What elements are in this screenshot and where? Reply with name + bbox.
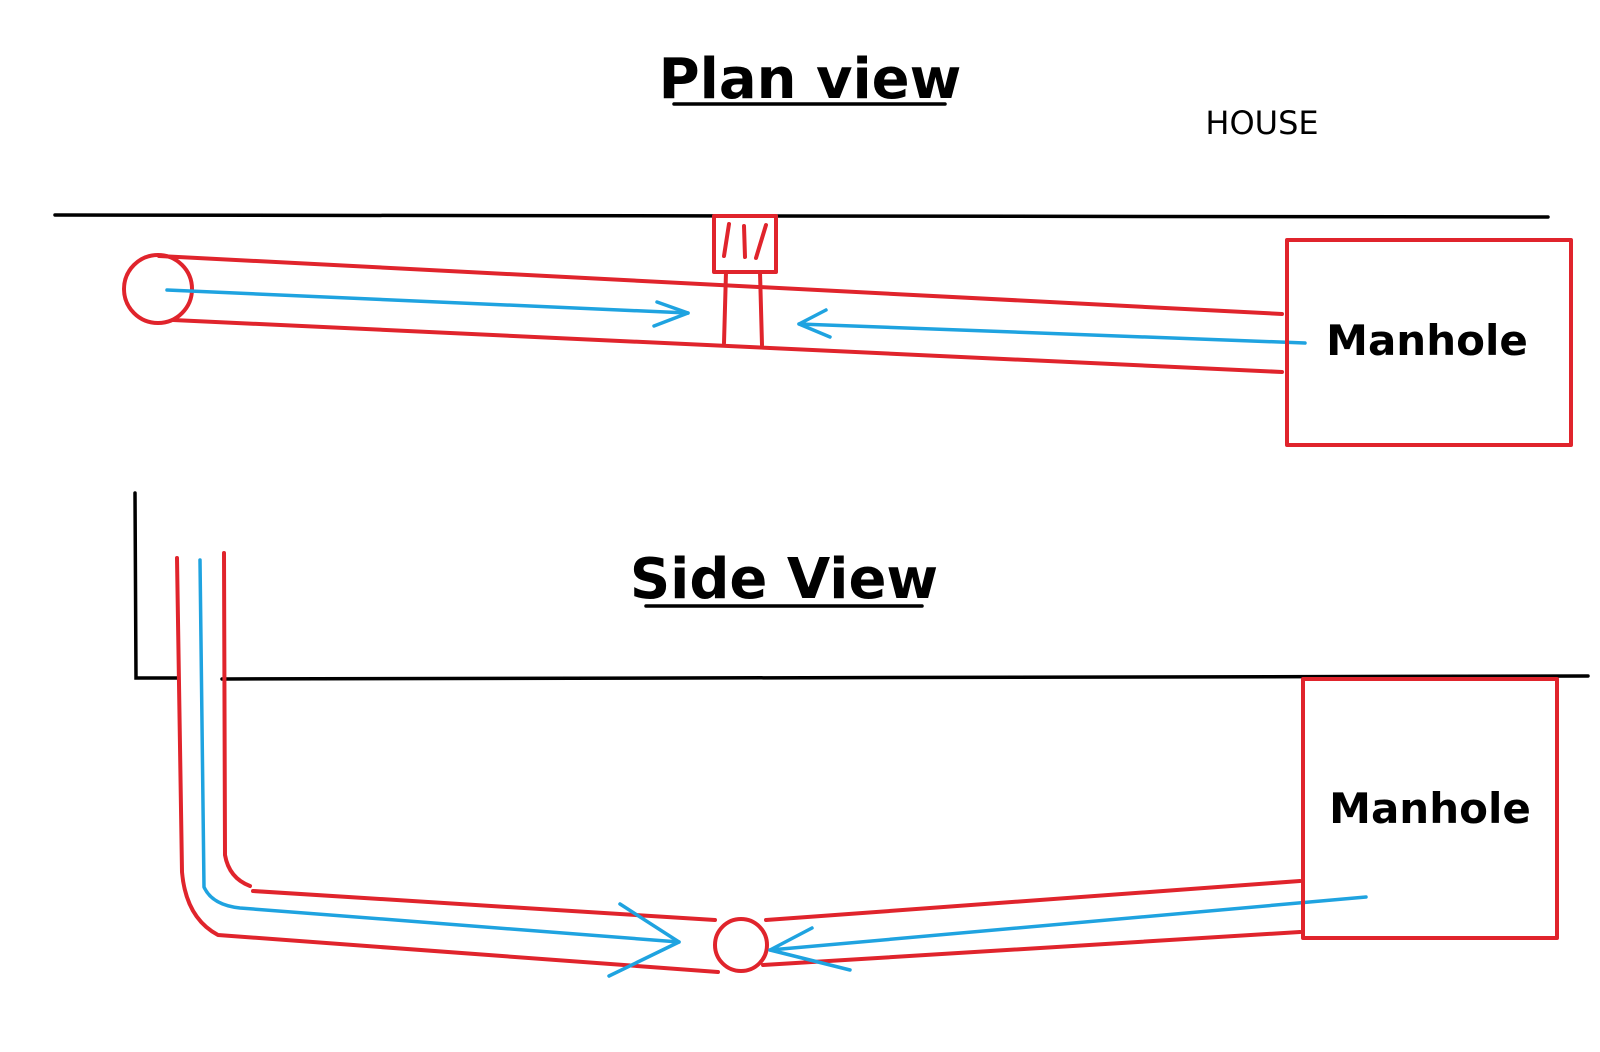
plan-flow-arrow-right-line	[797, 322, 1307, 345]
side-flow-left-head	[607, 902, 681, 978]
plan-view-title: Plan view	[659, 47, 962, 112]
plan-pipe-end-circle	[122, 253, 194, 325]
plan-view: Plan view HOUSE Manhole	[53, 47, 1573, 447]
plan-manhole-label: Manhole	[1326, 316, 1528, 365]
side-pipe-outer-edge	[175, 556, 720, 974]
plan-flow-arrow-right-head	[797, 308, 832, 339]
side-low-point-circle	[713, 917, 769, 973]
side-manhole-box	[1301, 677, 1559, 940]
side-right-pipe-top-edge	[764, 879, 1302, 922]
plan-flow-arrow-left-head	[652, 300, 690, 328]
side-right-pipe-bottom-edge	[761, 930, 1302, 967]
side-view-title: Side View	[630, 547, 938, 612]
gully-grate-bars	[722, 222, 768, 260]
plan-flow-arrow-left-line	[165, 288, 690, 315]
gully-branch-pipe	[722, 270, 764, 347]
plan-pipe-top-edge	[157, 254, 1284, 316]
plan-pipe-bottom-edge	[171, 318, 1284, 374]
side-flow-right-line	[768, 895, 1368, 952]
plan-manhole-box	[1285, 238, 1573, 447]
side-ground-line	[220, 674, 1590, 681]
side-wall-line	[133, 491, 179, 680]
side-manhole-label: Manhole	[1329, 784, 1531, 833]
side-view: Side View Manhole	[133, 491, 1590, 978]
side-pipe-inner-edge-vertical	[222, 551, 252, 888]
house-label: HOUSE	[1205, 104, 1318, 142]
side-flow-right-head	[768, 926, 852, 972]
house-wall-line	[53, 213, 1550, 219]
gully-grate	[712, 214, 778, 274]
side-flow-left-line	[198, 558, 681, 944]
